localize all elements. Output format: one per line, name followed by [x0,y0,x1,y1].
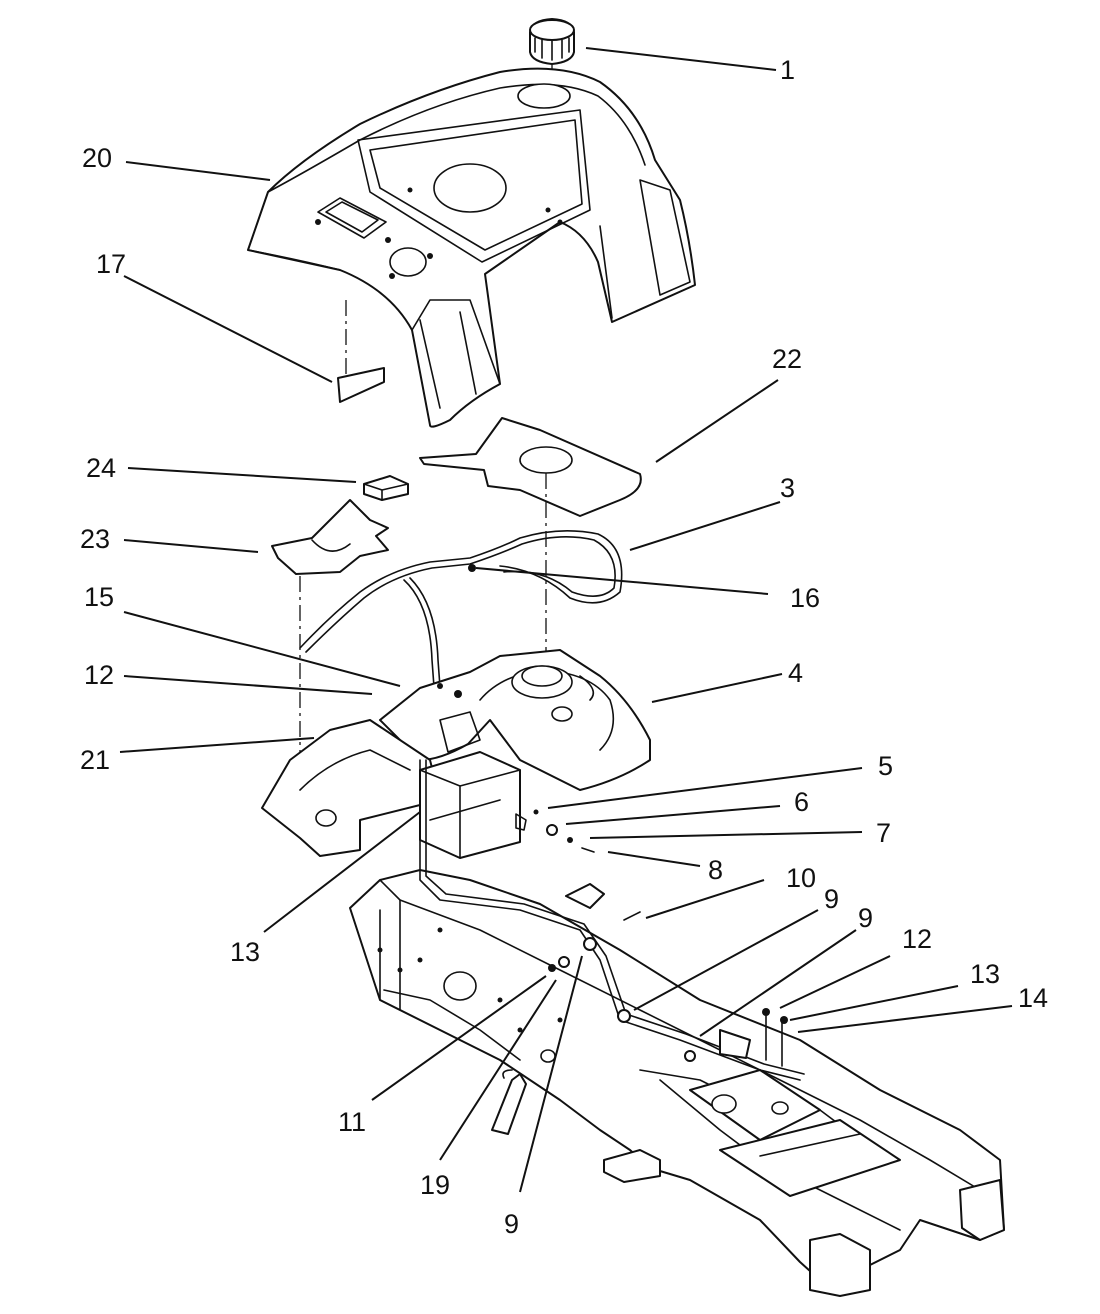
callout-16: 16 [790,583,820,613]
callout-6: 6 [794,787,809,817]
callout-22: 22 [772,344,802,374]
callout-13-right: 13 [970,959,1000,989]
callout-9-b: 9 [858,903,873,933]
callout-12-upper: 12 [84,660,114,690]
callout-1: 1 [780,55,795,85]
callout-5: 5 [878,751,893,781]
fender-bracket [337,300,385,403]
fuel-cap [529,18,575,92]
callout-12-lower: 12 [902,924,932,954]
callout-17: 17 [96,249,126,279]
callout-20: 20 [82,143,112,173]
callout-11: 11 [338,1107,366,1137]
callout-labels: 1 20 17 22 24 3 23 16 15 4 12 21 5 6 7 8… [80,55,1048,1239]
battery-tray [261,719,595,859]
callout-4: 4 [788,658,803,688]
callout-13-left: 13 [230,937,260,967]
tractor-frame [349,869,1005,1297]
callout-14: 14 [1018,983,1048,1013]
callout-9-a: 9 [824,884,839,914]
leader-lines [119,47,1013,1193]
callout-23: 23 [80,524,110,554]
frame-fuel-lines [419,759,805,1081]
callout-19: 19 [420,1170,450,1200]
tank-cover-pad [419,417,642,652]
fuel-tank [379,649,651,791]
callout-15: 15 [84,582,114,612]
callout-7: 7 [876,818,891,848]
callout-3: 3 [780,473,795,503]
callout-8: 8 [708,855,723,885]
callout-24: 24 [86,453,116,483]
fuel-line-loop [299,530,623,715]
callout-21: 21 [80,745,110,775]
callout-9-c: 9 [504,1209,519,1239]
foam-block [363,475,409,501]
fender-hood-panel [247,67,696,428]
callout-10: 10 [786,863,816,893]
